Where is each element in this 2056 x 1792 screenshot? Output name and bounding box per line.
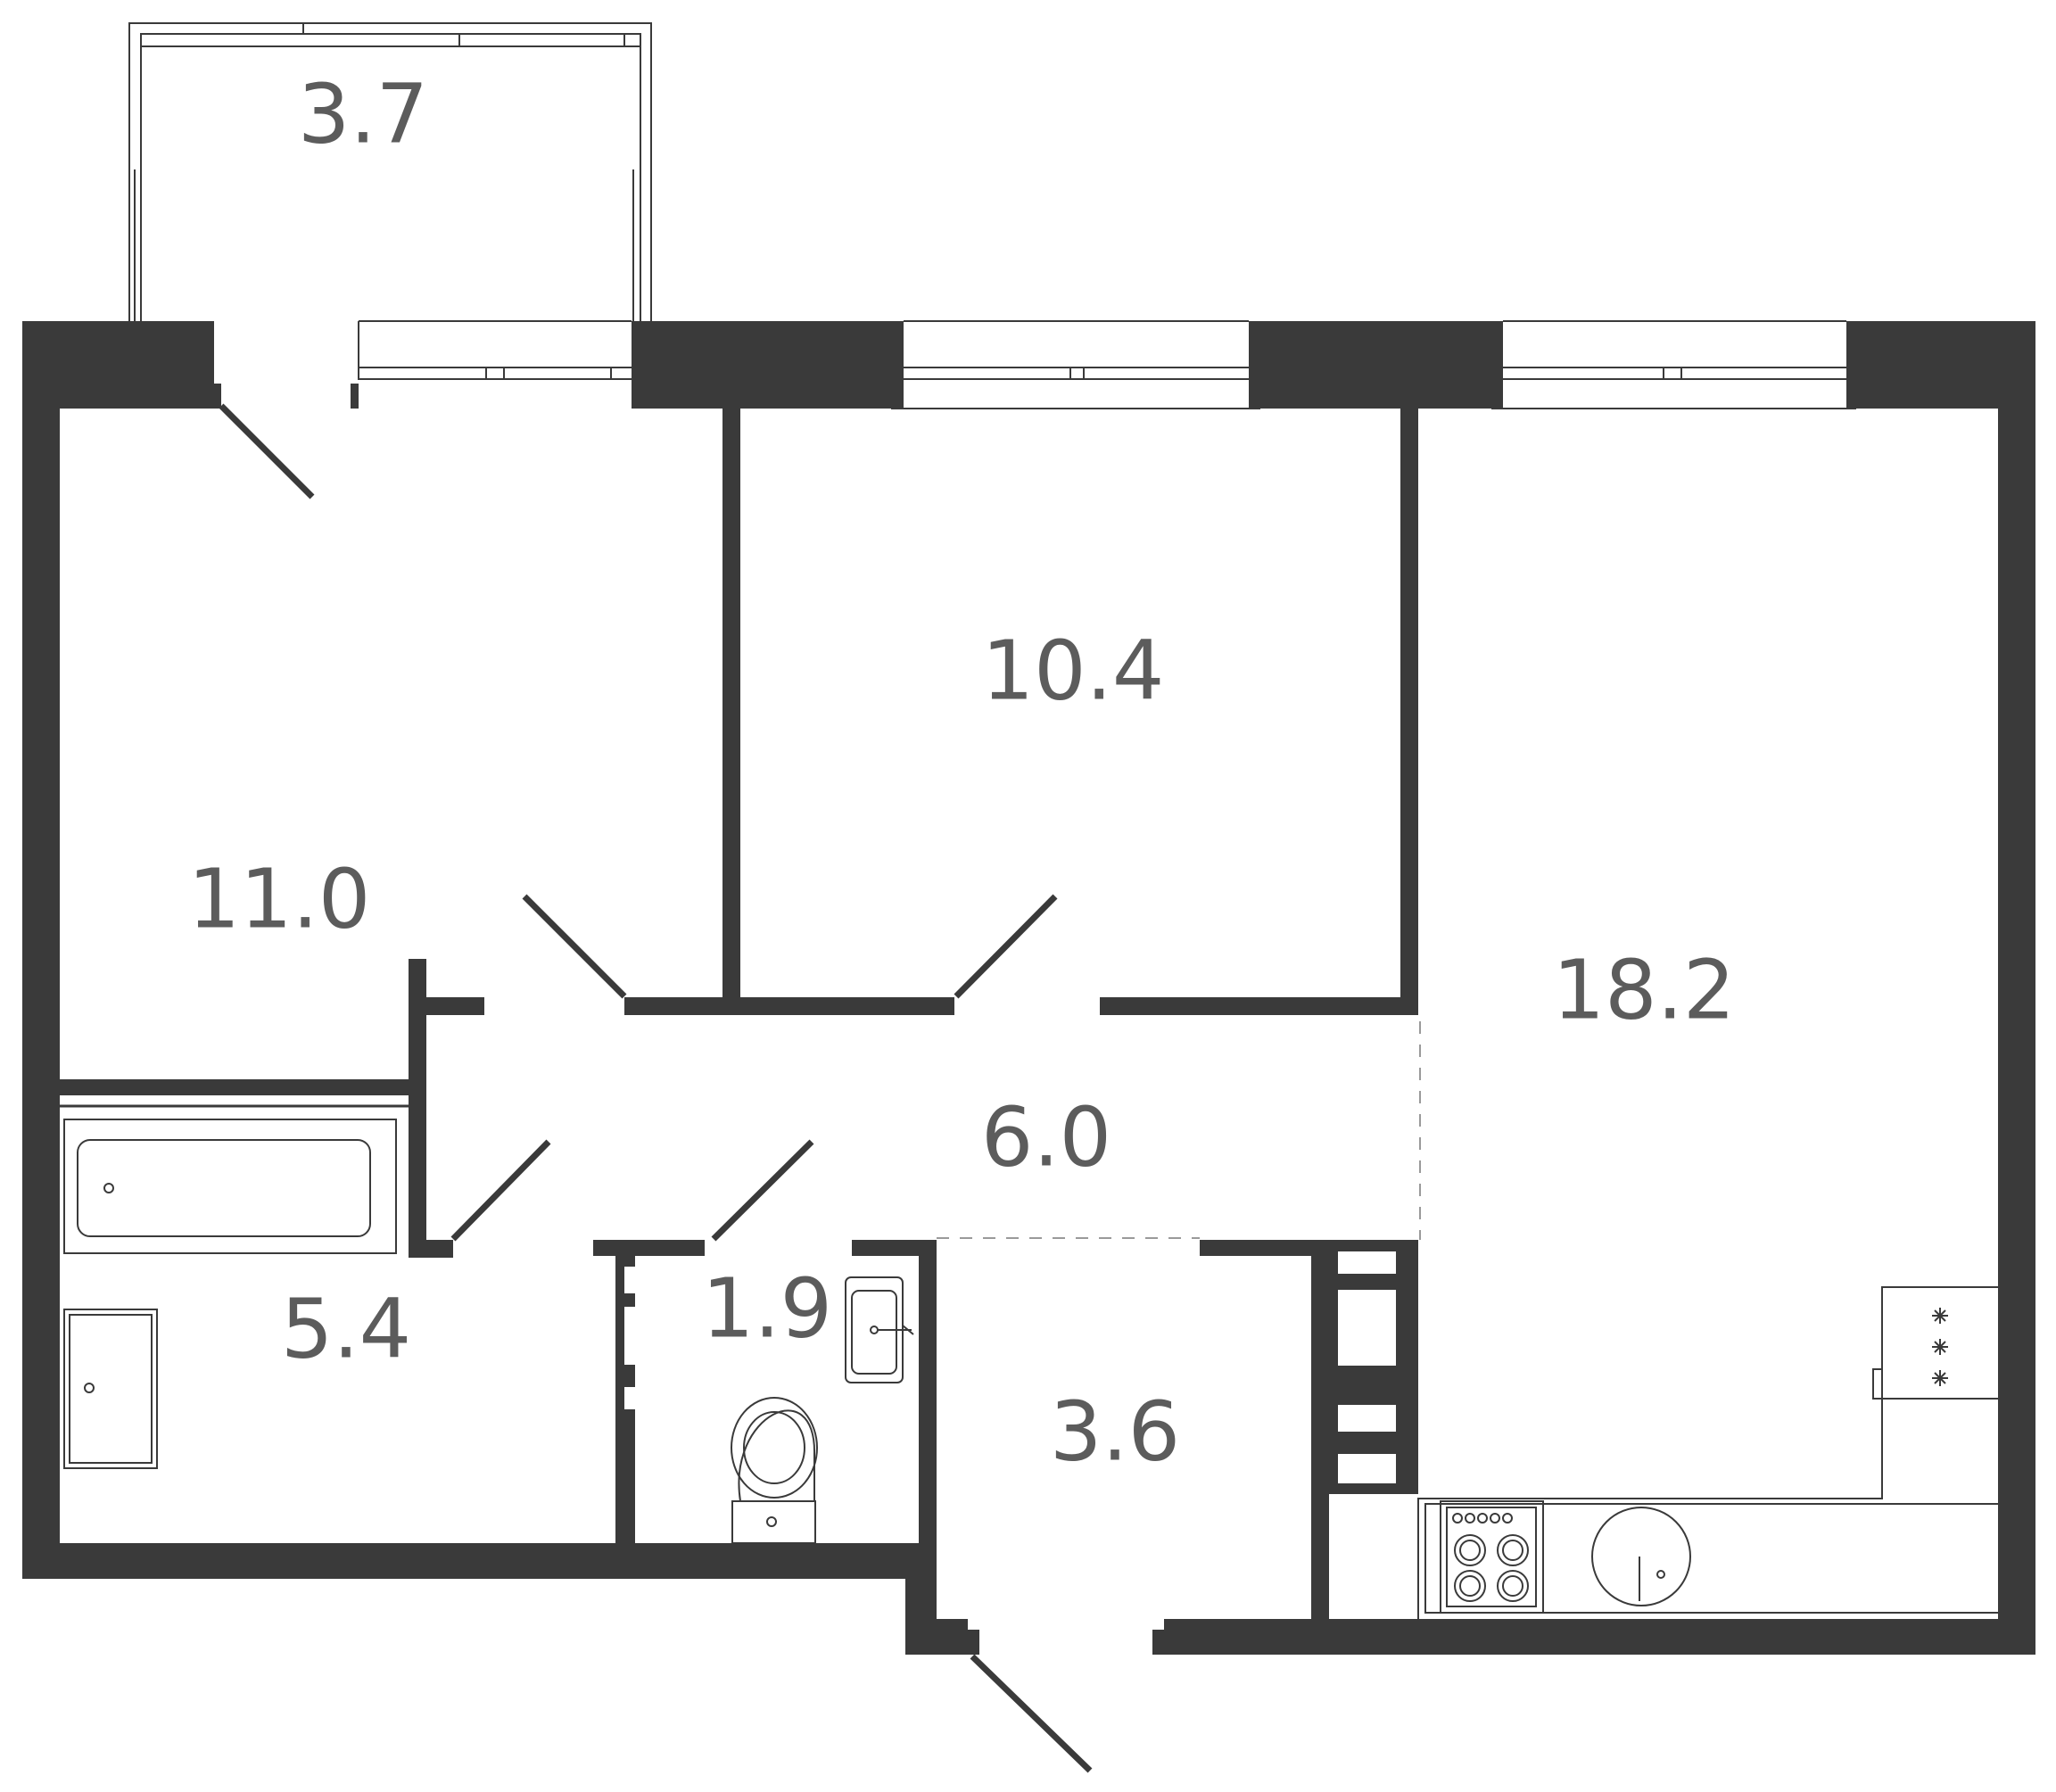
door-entrance xyxy=(970,1654,1093,1773)
door-bedroom-middle xyxy=(954,894,1058,999)
toilet-bowl xyxy=(731,1397,818,1544)
area-label-bedroom-middle: 10.4 xyxy=(982,623,1165,719)
area-label-toilet: 1.9 xyxy=(702,1261,832,1357)
kitchen-sink-round xyxy=(1591,1507,1691,1606)
window-bedroom-middle xyxy=(891,320,1260,409)
balcony-outline xyxy=(128,22,652,321)
ventilation-asterisks xyxy=(1932,1308,1948,1386)
shaft xyxy=(624,1267,682,1409)
window-bedroom-left xyxy=(351,320,632,409)
stove xyxy=(1440,1500,1544,1614)
exterior-walls xyxy=(22,321,2035,1655)
sink xyxy=(845,1276,914,1383)
doors xyxy=(219,403,1093,1773)
wardrobe xyxy=(1338,1251,1396,1483)
door-bathroom xyxy=(450,1139,551,1242)
area-label-living-kitchen: 18.2 xyxy=(1553,943,1736,1038)
window-living xyxy=(1491,320,1856,409)
area-label-entrance: 3.6 xyxy=(1050,1384,1180,1480)
area-label-balcony: 3.7 xyxy=(298,67,428,162)
kitchen-counter xyxy=(1417,1286,2011,1619)
washing-area xyxy=(63,1309,158,1469)
interior-walls xyxy=(60,409,1418,1619)
area-label-hallway: 6.0 xyxy=(981,1090,1111,1185)
door-toilet xyxy=(711,1139,814,1242)
door-balcony xyxy=(219,403,315,500)
area-labels: 3.7 11.0 10.4 18.2 6.0 5.4 1.9 3.6 xyxy=(188,67,1736,1480)
bathtub xyxy=(63,1119,397,1254)
door-bedroom-left xyxy=(522,894,627,999)
area-label-bedroom-left: 11.0 xyxy=(188,852,371,947)
area-label-bathroom: 5.4 xyxy=(281,1282,411,1377)
